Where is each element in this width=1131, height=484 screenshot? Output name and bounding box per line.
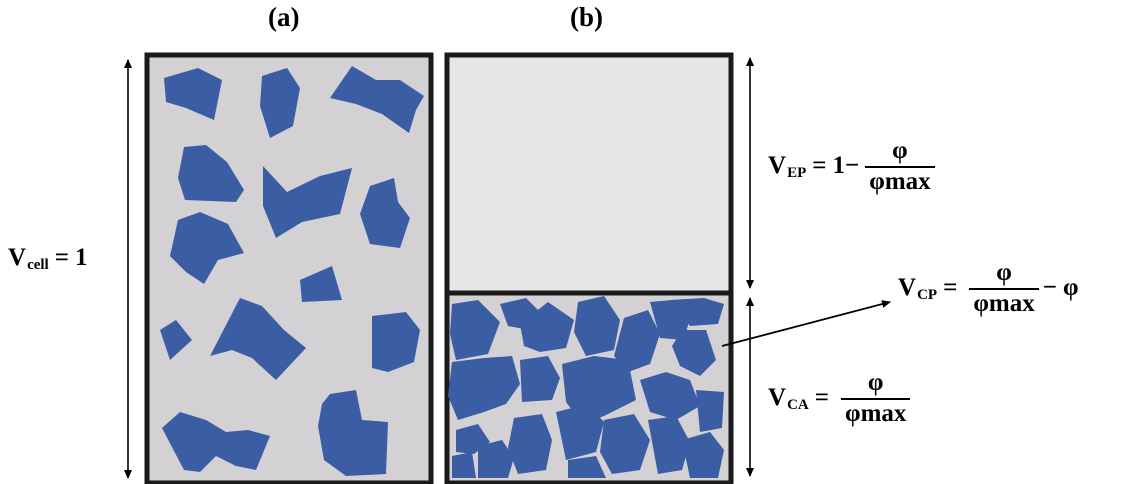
v-cp-tail: φ [1063,274,1079,301]
v-cp-numerator: φ [996,259,1012,286]
v-ep-lead: 1 [832,152,845,179]
v-cp-fraction: φ φmax [969,259,1039,316]
v-ca-equals: = [814,384,829,411]
v-cp-subscript: CP [917,286,938,303]
v-cp-equation: V CP = φ φmax − φ [898,259,1085,317]
v-cell-equation: V cell = 1 [8,244,88,273]
v-ep-equation: V EP = 1 − φ φmax [768,138,939,194]
v-cell-symbol: V [8,244,27,271]
v-cell-value: 1 [74,244,88,271]
v-ca-fraction: φ φmax [840,369,911,426]
v-ca-symbol: V [768,384,787,411]
v-ep-subscript: EP [787,164,807,181]
v-cp-equals: = [943,274,958,301]
v-ep-numerator: φ [892,137,908,164]
v-cell-equals: = [54,244,69,271]
panel-b-label: (b) [570,2,603,32]
v-ep-minus: − [844,152,860,179]
v-ca-subscript: CA [787,396,809,413]
v-ca-denominator: φmax [840,398,911,426]
v-cell-subscript: cell [27,256,49,273]
v-ep-equals: = [812,152,827,179]
v-ca-numerator: φ [867,369,884,396]
panel-a-label: (a) [268,2,300,32]
v-cp-symbol: V [898,274,917,301]
v-ep-denominator: φmax [865,166,935,194]
v-ep-fraction: φ φmax [865,137,935,194]
v-ca-equation: V CA = φ φmax [768,370,914,426]
panel-b-empty-region [444,52,734,296]
panel-b-particles [448,296,724,478]
v-cp-denominator: φmax [969,288,1039,316]
cp-pointer-arrow [721,300,891,347]
panel-a-particles [160,66,424,476]
v-cp-minus: − [1042,274,1057,301]
v-ep-symbol: V [768,152,787,179]
